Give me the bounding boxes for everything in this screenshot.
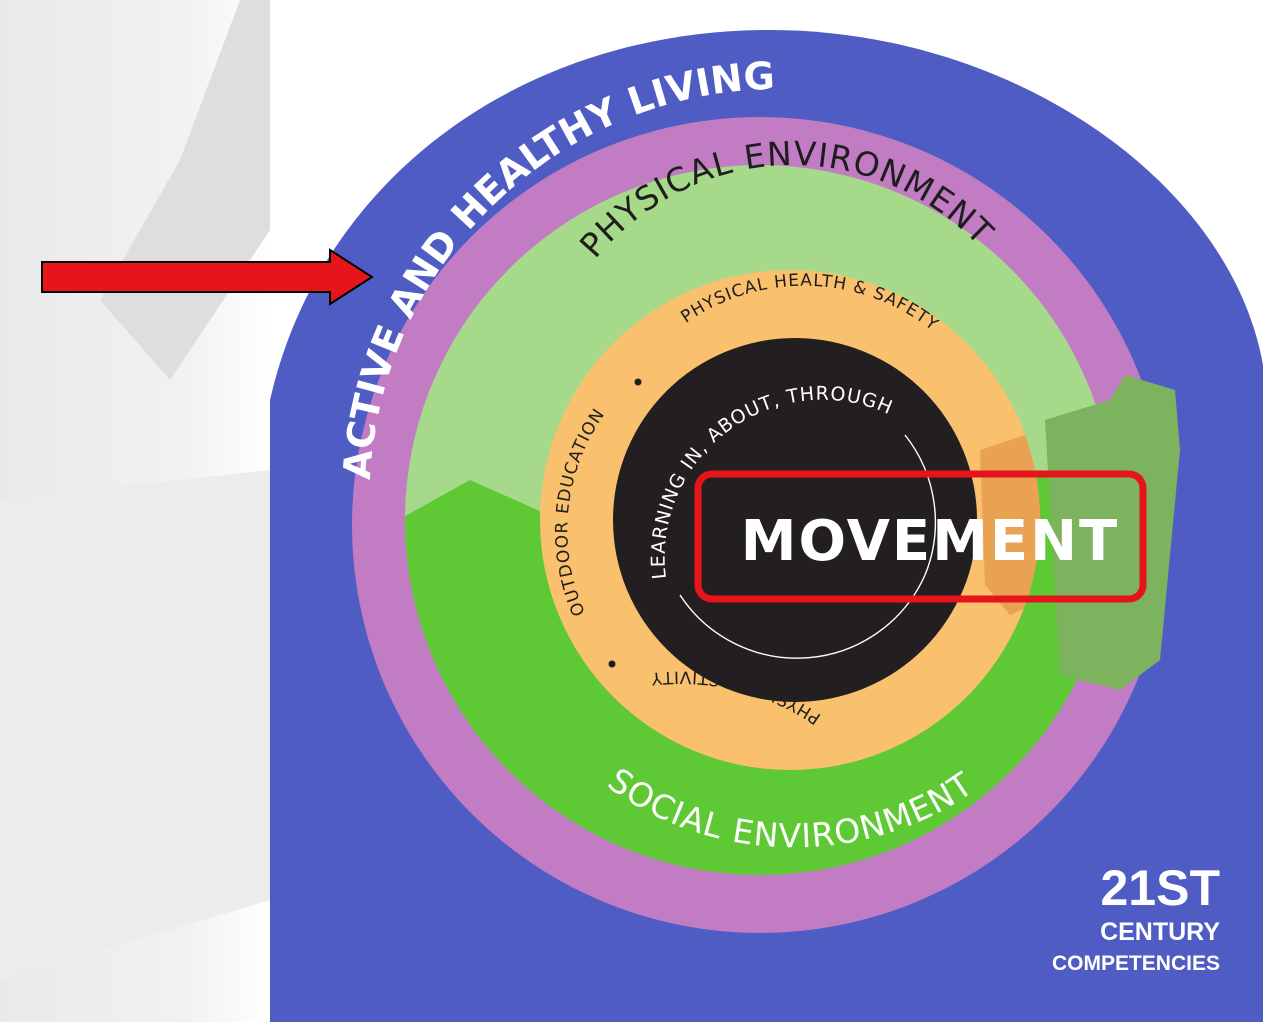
core-inner-arc-upper <box>904 434 937 576</box>
core-inner-arc-lower <box>679 574 926 659</box>
background-shape <box>0 470 270 980</box>
corner-title-competencies: COMPETENCIES <box>1052 952 1220 975</box>
corner-title-21st: 21ST <box>1100 860 1220 916</box>
green-overlay-right <box>1045 375 1180 690</box>
core-circle <box>613 338 977 702</box>
separator-dot <box>634 378 642 386</box>
movement-title: MOVEMENT <box>741 509 1119 574</box>
movement-highlight-box <box>694 470 1147 603</box>
separator-dot <box>608 660 616 668</box>
red-arrow <box>41 248 374 306</box>
corner-title-century: CENTURY <box>1100 918 1220 946</box>
